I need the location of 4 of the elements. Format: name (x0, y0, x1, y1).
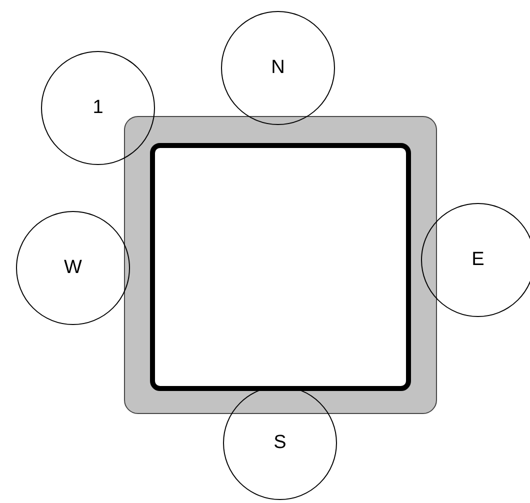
circle-label: E (421, 203, 530, 317)
frame-panel (124, 116, 437, 414)
inner-panel (150, 143, 411, 391)
circle-label: W (16, 211, 130, 325)
